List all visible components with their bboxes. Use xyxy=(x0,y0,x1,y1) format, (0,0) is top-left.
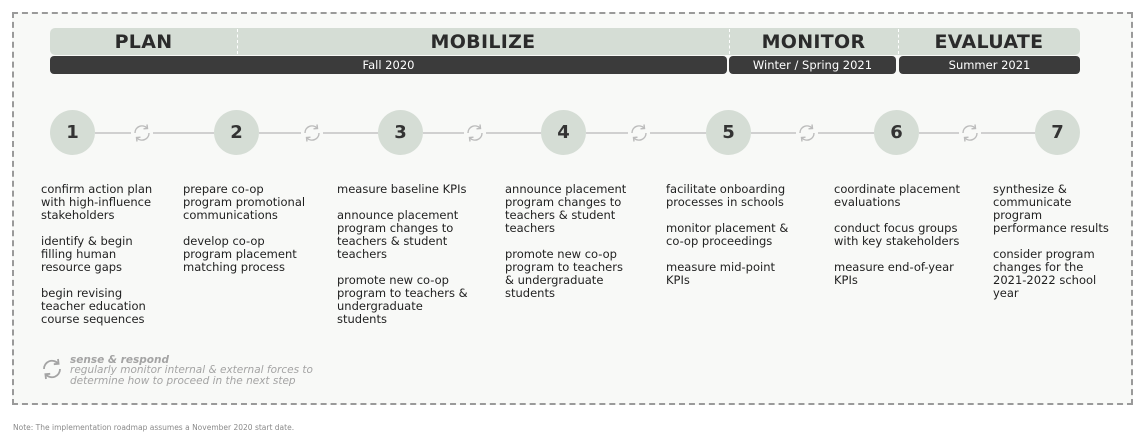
step-4-actions: announce placement program changes to te… xyxy=(505,183,635,313)
step-3-actions: measure baseline KPIs announce placement… xyxy=(337,183,469,339)
action-item: synthesize & communicate program perform… xyxy=(993,182,1109,235)
step-5-actions: facilitate onboarding processes in schoo… xyxy=(666,183,796,300)
step-5: 5 xyxy=(706,110,751,155)
step-4: 4 xyxy=(541,110,586,155)
action-item: measure baseline KPIs xyxy=(337,182,467,196)
legend-description: regularly monitor internal & external fo… xyxy=(70,364,313,387)
cycle-icon xyxy=(301,122,323,144)
phase-divider xyxy=(237,29,238,54)
step-3: 3 xyxy=(378,110,423,155)
phase-monitor-label: MONITOR xyxy=(761,30,866,53)
step-1-actions: confirm action plan with high-influence … xyxy=(41,183,156,339)
cycle-icon xyxy=(959,122,981,144)
action-item: confirm action plan with high-influence … xyxy=(41,182,153,222)
phase-evaluate-label: EVALUATE xyxy=(934,30,1044,53)
phase-plan: PLAN xyxy=(50,28,237,55)
action-item: monitor placement & co-op proceedings xyxy=(666,221,789,248)
step-6: 6 xyxy=(874,110,919,155)
timeframe-fall-2020: Fall 2020 xyxy=(50,56,727,74)
roadmap-frame xyxy=(12,12,1133,405)
connector-line xyxy=(95,132,214,134)
timeframe-label: Summer 2021 xyxy=(948,58,1031,72)
timeframe-summer-2021: Summer 2021 xyxy=(899,56,1080,74)
action-item: develop co-op program placement matching… xyxy=(183,234,297,274)
cycle-icon xyxy=(43,358,61,380)
action-item: announce placement program changes to te… xyxy=(337,208,459,261)
phase-divider xyxy=(729,29,730,54)
phase-divider xyxy=(898,29,899,54)
action-item: coordinate placement evaluations xyxy=(834,182,961,209)
action-item: measure mid-point KPIs xyxy=(666,260,775,287)
timeframe-label: Winter / Spring 2021 xyxy=(752,58,873,72)
legend-title: sense & respond xyxy=(70,354,169,366)
step-number: 5 xyxy=(722,122,735,143)
cycle-icon xyxy=(628,122,650,144)
step-2: 2 xyxy=(214,110,259,155)
action-item: prepare co-op program promotional commun… xyxy=(183,182,306,222)
step-7: 7 xyxy=(1035,110,1080,155)
step-number: 6 xyxy=(890,122,903,143)
action-item: identify & begin filling human resource … xyxy=(41,234,133,274)
step-6-actions: coordinate placement evaluations conduct… xyxy=(834,183,964,300)
cycle-icon xyxy=(131,122,153,144)
timeframe-label: Fall 2020 xyxy=(362,58,415,72)
action-item: facilitate onboarding processes in schoo… xyxy=(666,182,786,209)
step-number: 3 xyxy=(394,122,407,143)
phase-mobilize: MOBILIZE xyxy=(237,28,729,55)
phase-evaluate: EVALUATE xyxy=(898,28,1080,55)
action-item: consider program changes for the 2021-20… xyxy=(993,247,1097,300)
action-item: conduct focus groups with key stakeholde… xyxy=(834,221,960,248)
cycle-icon xyxy=(464,122,486,144)
step-number: 2 xyxy=(230,122,243,143)
phase-mobilize-label: MOBILIZE xyxy=(430,30,536,53)
footnote: Note: The implementation roadmap assumes… xyxy=(13,423,295,432)
step-number: 4 xyxy=(557,122,570,143)
phase-plan-label: PLAN xyxy=(114,30,173,53)
action-item: promote new co-op program to teachers & … xyxy=(337,273,468,326)
action-item: begin revising teacher education course … xyxy=(41,286,146,326)
cycle-icon xyxy=(796,122,818,144)
timeframe-winter-spring-2021: Winter / Spring 2021 xyxy=(729,56,896,74)
step-1: 1 xyxy=(50,110,95,155)
step-number: 1 xyxy=(66,122,79,143)
action-item: promote new co-op program to teachers & … xyxy=(505,247,623,300)
phase-monitor: MONITOR xyxy=(729,28,898,55)
action-item: announce placement program changes to te… xyxy=(505,182,627,235)
action-item: measure end-of-year KPIs xyxy=(834,260,954,287)
step-2-actions: prepare co-op program promotional commun… xyxy=(183,183,313,287)
step-7-actions: synthesize & communicate program perform… xyxy=(993,183,1118,313)
step-number: 7 xyxy=(1051,122,1064,143)
